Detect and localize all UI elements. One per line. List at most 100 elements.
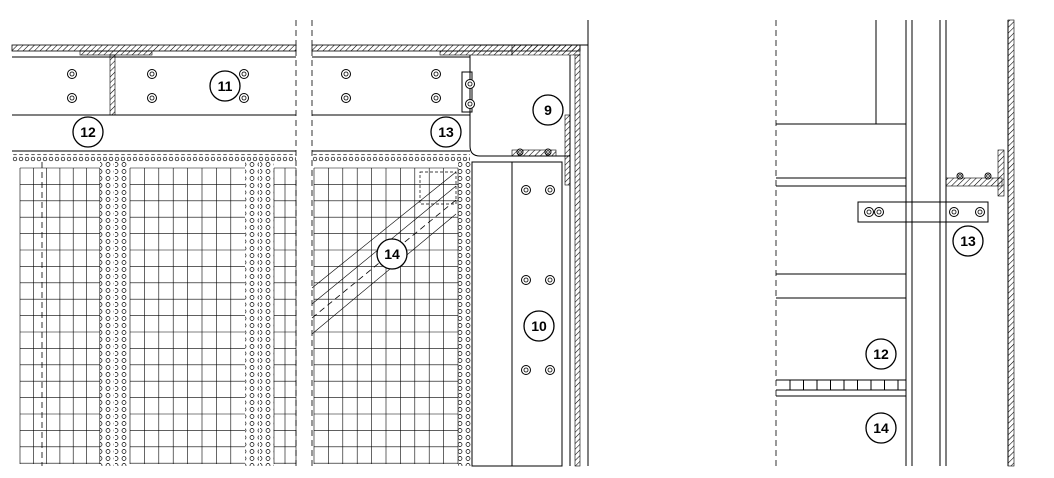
bolt-icon [547, 277, 553, 283]
callout-14-right: 14 [865, 412, 897, 444]
bolt-icon [433, 95, 439, 101]
top-plate-hatch [79, 50, 153, 56]
bolt-icon [874, 207, 884, 217]
bolt-icon [147, 93, 157, 103]
callout-12: 12 [72, 116, 104, 148]
callout-14-right-label: 14 [873, 420, 889, 436]
top-slab-hatch [11, 44, 297, 52]
bolt-icon [465, 99, 475, 109]
bolt-icon [431, 69, 441, 79]
corner-hatch [511, 44, 581, 56]
bolt-icon [975, 207, 985, 217]
bolt-icon [521, 275, 531, 285]
bolt-icon [69, 71, 75, 77]
bolt-icon [521, 365, 531, 375]
bolt-icon [977, 209, 983, 215]
bolt-icon [341, 93, 351, 103]
callout-9-label: 9 [544, 102, 552, 118]
bolt-icon [465, 79, 475, 89]
bolt-icon [876, 209, 882, 215]
bolt-icon [341, 69, 351, 79]
top-plate-hatch [439, 50, 513, 56]
bolt-icon [547, 187, 553, 193]
callout-13-right: 13 [952, 225, 984, 257]
column-hatch [574, 54, 581, 467]
bolt-icon [958, 174, 962, 178]
bolt-icon [467, 101, 473, 107]
bracket [461, 71, 473, 113]
bolt-icon [343, 95, 349, 101]
bolt-icon [866, 209, 872, 215]
bolt-icon [547, 367, 553, 373]
bolt-icon [67, 93, 77, 103]
callout-13-right-label: 13 [960, 233, 976, 249]
callout-11: 11 [209, 70, 241, 102]
bolt-icon [149, 71, 155, 77]
bolt-icon [516, 148, 524, 156]
diagonal-brace [311, 213, 457, 335]
bearing-plate-hatch [511, 149, 557, 157]
callout-12-right: 12 [865, 338, 897, 370]
left-elevation: 11 12 13 9 14 10 [11, 20, 589, 467]
grating-teeth [789, 380, 899, 390]
bolt-icon [241, 95, 247, 101]
perforated-row [12, 154, 296, 162]
perforated-row [312, 154, 470, 162]
bolt-icon [431, 93, 441, 103]
bolt-icon [239, 93, 249, 103]
splice-plate [857, 201, 989, 223]
callout-10: 10 [523, 310, 555, 342]
bolt-icon [343, 71, 349, 77]
bolt-icon [147, 69, 157, 79]
wall-hatch [1007, 19, 1015, 467]
bolt-icon [545, 275, 555, 285]
bolt-icon [149, 95, 155, 101]
post-flange [471, 161, 513, 467]
callout-9: 9 [532, 94, 564, 126]
perforated-strip [115, 162, 129, 466]
callout-14: 14 [376, 238, 408, 270]
perforated-strip [245, 162, 259, 466]
bolt-icon [241, 71, 247, 77]
bolt-icon [984, 172, 992, 180]
diagonal-brace [311, 171, 457, 289]
bolt-icon [523, 187, 529, 193]
bolt-icon [433, 71, 439, 77]
bolt-icon [239, 69, 249, 79]
bolt-icon [545, 185, 555, 195]
bolt-icon [69, 95, 75, 101]
beam-stub-hatch [945, 177, 1003, 187]
bolt-icon [467, 81, 473, 87]
bolt-icon [864, 207, 874, 217]
perforated-strip [260, 162, 274, 466]
bolt-icon [523, 277, 529, 283]
right-section: 13 12 14 [775, 19, 1015, 467]
angle-hatch [997, 149, 1005, 197]
bolt-icon [521, 185, 531, 195]
bolt-group [864, 172, 992, 217]
callout-10-label: 10 [531, 318, 547, 334]
callout-13-label: 13 [438, 124, 454, 140]
corner-plate [469, 55, 571, 157]
bolt-icon [544, 148, 552, 156]
bolt-icon [545, 365, 555, 375]
perforated-strip [458, 162, 472, 466]
grating-grid-right [313, 167, 459, 464]
bolt-icon [986, 174, 990, 178]
column-hatch-left [564, 114, 571, 186]
bolt-icon [951, 209, 957, 215]
vertical-plate-hatch [109, 54, 116, 116]
bolt-icon [546, 150, 550, 154]
callout-13: 13 [430, 116, 462, 148]
callout-14-label: 14 [384, 246, 400, 262]
perforated-strip [100, 162, 114, 466]
bolt-group [67, 69, 555, 375]
bolt-icon [518, 150, 522, 154]
bolt-icon [956, 172, 964, 180]
brace-end-dashed [419, 171, 457, 205]
bolt-icon [949, 207, 959, 217]
callout-12-right-label: 12 [873, 346, 889, 362]
bolt-icon [523, 367, 529, 373]
bolt-icon [67, 69, 77, 79]
